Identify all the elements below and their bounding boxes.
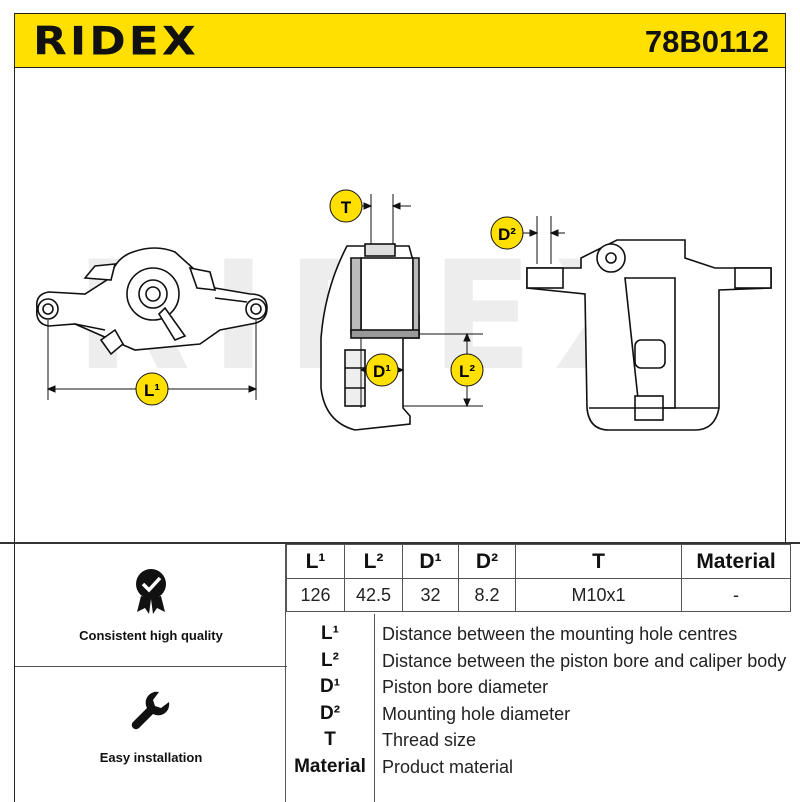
caliper-side-view [526, 239, 772, 431]
features-panel: Consistent high quality Easy installatio… [14, 544, 287, 802]
part-number: 78B0112 [644, 24, 769, 59]
legend-divider [374, 614, 375, 802]
legend-symbol: L² [321, 650, 339, 671]
legend-row: Material Product material [286, 753, 786, 779]
spec-header-l1: L¹ [286, 544, 345, 579]
caliper-section-view [320, 243, 420, 431]
spec-header-row: L¹ L² D¹ D² T Material [286, 544, 791, 579]
spec-header-l2: L² [344, 544, 403, 579]
feature-installation-label: Easy installation [99, 750, 203, 765]
spec-value-material: - [681, 578, 791, 612]
legend-symbol: D¹ [319, 676, 341, 697]
spec-header-t: T [515, 544, 682, 579]
caliper-drawing-svg: RIDEX L¹ [35, 189, 772, 431]
brand-logo: RIDEX [33, 18, 199, 65]
caliper-front-view [35, 247, 268, 356]
dimension-l2 [403, 332, 483, 408]
header-bar: RIDEX 78B0112 [14, 13, 786, 68]
label-d2: D² [498, 225, 516, 244]
legend-text: Thread size [382, 730, 477, 750]
legend-text: Product material [382, 757, 514, 777]
spec-table: L¹ L² D¹ D² T Material 126 42.5 32 8.2 M… [286, 544, 791, 612]
dimension-d2 [523, 216, 565, 264]
legend-row: D² Mounting hole diameter [286, 700, 786, 726]
label-d1: D¹ [373, 362, 391, 381]
spec-header-d1: D¹ [402, 544, 459, 579]
spec-value-d1: 32 [402, 578, 459, 612]
legend-symbol: T [324, 729, 336, 750]
legend-row: L² Distance between the piston bore and … [286, 647, 786, 673]
label-t: T [341, 198, 352, 217]
legend-row: D¹ Piston bore diameter [286, 673, 786, 699]
label-l2-badge [450, 353, 484, 387]
spec-header-d2: D² [458, 544, 516, 579]
wrench-icon [131, 691, 170, 730]
legend-text: Piston bore diameter [382, 677, 549, 697]
spec-value-l1: 126 [286, 578, 345, 612]
label-d2-badge [490, 216, 524, 250]
label-d1-badge [365, 353, 399, 387]
technical-drawing: RIDEX L¹ [14, 68, 786, 542]
legend-row: T Thread size [286, 726, 786, 752]
feature-installation: Easy installation [15, 688, 287, 788]
specification-section: Consistent high quality Easy installatio… [0, 542, 800, 802]
spec-value-l2: 42.5 [344, 578, 403, 612]
label-l1-badge [135, 372, 169, 406]
feature-quality: Consistent high quality [15, 566, 287, 666]
legend-text: Mounting hole diameter [382, 704, 571, 724]
label-l1: L¹ [144, 381, 160, 400]
label-t-badge [329, 189, 363, 223]
legend-row: L¹ Distance between the mounting hole ce… [286, 620, 786, 646]
spec-header-material: Material [681, 544, 791, 579]
legend-text: Distance between the piston bore and cal… [382, 651, 787, 671]
legend-symbol: L¹ [321, 623, 339, 644]
feature-quality-label: Consistent high quality [79, 628, 223, 643]
spec-value-t: M10x1 [515, 578, 682, 612]
features-divider [15, 666, 287, 667]
label-l2: L² [459, 362, 475, 381]
spec-value-d2: 8.2 [458, 578, 516, 612]
legend-symbol: D² [319, 703, 341, 724]
legend-symbol: Material [294, 756, 366, 777]
legend-text: Distance between the mounting hole centr… [382, 624, 738, 644]
spec-value-row: 126 42.5 32 8.2 M10x1 - [286, 578, 791, 612]
quality-check-icon [136, 569, 166, 614]
